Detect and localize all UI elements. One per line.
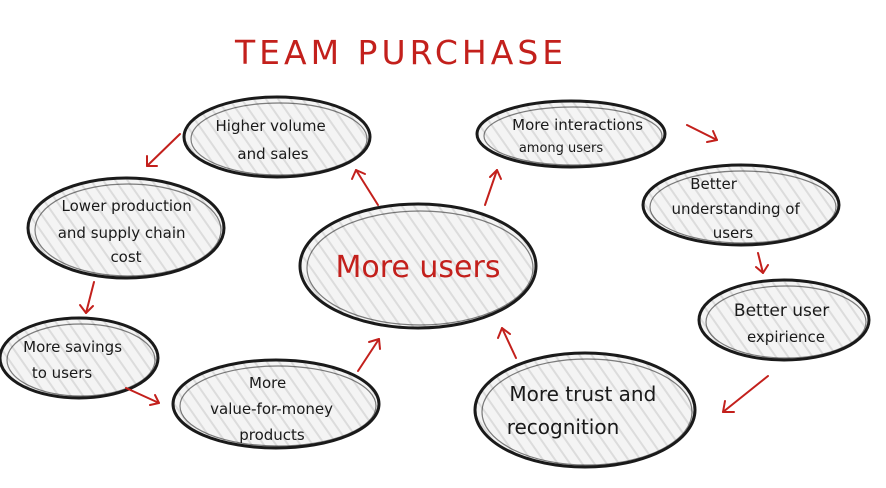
node-line: More bbox=[249, 374, 286, 392]
arrow-interactions-to-understanding bbox=[686, 124, 718, 143]
arrow-value-to-center bbox=[357, 338, 381, 372]
node-line: products bbox=[239, 426, 305, 444]
arrow-understanding-to-experience bbox=[755, 252, 769, 274]
arrow-center-to-higher-volume bbox=[351, 169, 379, 206]
diagram-title: TEAM PURCHASE bbox=[234, 33, 567, 72]
arrow-higher-volume-to-lower-cost bbox=[146, 133, 181, 167]
node-better-experience: Better user expirience bbox=[697, 278, 871, 362]
arrow-savings-to-value bbox=[125, 387, 160, 406]
node-higher-volume: Higher volume and sales bbox=[182, 95, 372, 179]
node-value-for-money: More value-for-money products bbox=[171, 358, 381, 450]
node-line: recognition bbox=[507, 415, 620, 439]
node-better-understanding: Better understanding of users bbox=[641, 163, 841, 247]
node-text: Higher volume and sales bbox=[216, 117, 331, 163]
arrow-lower-cost-to-savings bbox=[79, 281, 95, 314]
node-trust-recognition: More trust and recognition bbox=[473, 351, 697, 469]
node-line: Higher volume bbox=[216, 117, 326, 135]
arrow-experience-to-trust bbox=[722, 375, 769, 413]
node-line: value-for-money bbox=[210, 400, 333, 418]
node-lower-cost: Lower production and supply chain cost bbox=[26, 176, 226, 280]
node-line: among users bbox=[519, 141, 604, 156]
node-line: to users bbox=[32, 364, 93, 382]
node-line: users bbox=[713, 224, 754, 242]
node-more-interactions: More interactions among users bbox=[475, 99, 667, 169]
node-more-users: More users bbox=[298, 202, 538, 330]
node-line: and supply chain bbox=[58, 224, 186, 242]
arrow-center-to-interactions bbox=[484, 169, 502, 206]
node-line: More interactions bbox=[512, 116, 643, 134]
node-text: Better user expirience bbox=[734, 301, 834, 346]
node-line: More savings bbox=[23, 338, 122, 356]
node-text: Lower production and supply chain cost bbox=[58, 197, 197, 266]
node-line: More trust and bbox=[509, 382, 656, 406]
arrow-trust-to-center bbox=[497, 327, 517, 359]
node-text: More savings to users bbox=[23, 338, 127, 382]
node-line: Better user bbox=[734, 301, 829, 321]
node-text: More value-for-money products bbox=[210, 374, 338, 444]
node-text: More trust and recognition bbox=[507, 382, 663, 439]
node-line: Better bbox=[690, 175, 738, 193]
node-line: understanding of bbox=[671, 200, 800, 218]
node-text: Better understanding of users bbox=[671, 175, 804, 242]
node-line: Lower production bbox=[61, 197, 191, 215]
node-line: expirience bbox=[747, 328, 825, 346]
node-text: More interactions among users bbox=[512, 116, 648, 156]
node-line: and sales bbox=[237, 145, 308, 163]
node-line: cost bbox=[110, 248, 141, 266]
node-more-savings: More savings to users bbox=[0, 316, 160, 400]
center-label: More users bbox=[336, 250, 501, 285]
